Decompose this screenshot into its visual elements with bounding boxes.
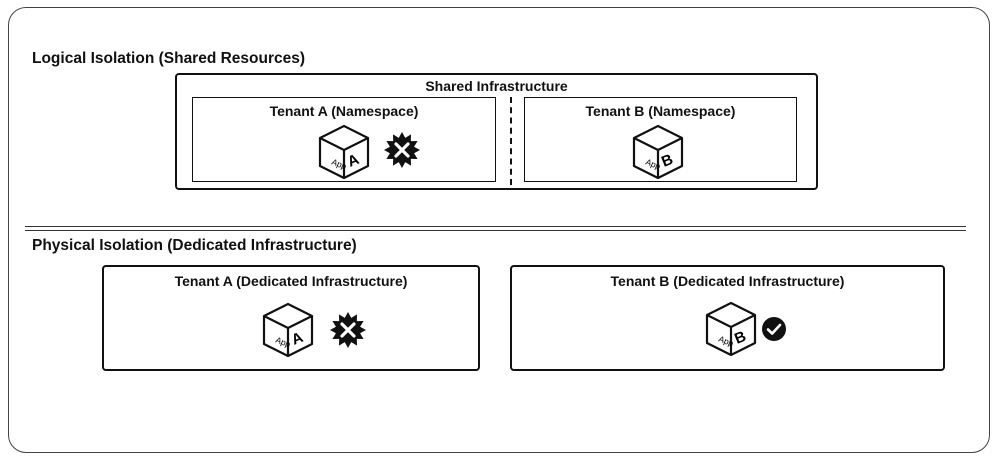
section-separator-top [25, 226, 966, 227]
logical-tenant-a-label: Tenant A (Namespace) [269, 103, 419, 119]
app-cube-icon: App A [262, 302, 314, 358]
logical-tenant-b-label: Tenant B (Namespace) [585, 103, 736, 119]
logical-tenant-b-box: Tenant B (Namespace) [524, 97, 797, 182]
x-starburst-icon [384, 132, 420, 168]
namespace-divider [510, 97, 512, 185]
shared-infrastructure-label: Shared Infrastructure [425, 78, 568, 94]
physical-tenant-b-label: Tenant B (Dedicated Infrastructure) [610, 273, 845, 289]
app-cube-icon: App B [632, 124, 684, 180]
x-starburst-icon [330, 312, 366, 348]
diagram-frame [8, 7, 990, 453]
logical-isolation-title: Logical Isolation (Shared Resources) [32, 50, 306, 67]
physical-tenant-b-box: Tenant B (Dedicated Infrastructure) [510, 265, 945, 371]
physical-tenant-a-label: Tenant A (Dedicated Infrastructure) [174, 273, 408, 289]
physical-isolation-title: Physical Isolation (Dedicated Infrastruc… [32, 237, 357, 254]
section-separator-bottom [25, 230, 966, 231]
app-cube-icon: App A [318, 124, 370, 180]
checkmark-circle-icon [762, 317, 786, 341]
app-cube-icon: App B [705, 301, 757, 357]
